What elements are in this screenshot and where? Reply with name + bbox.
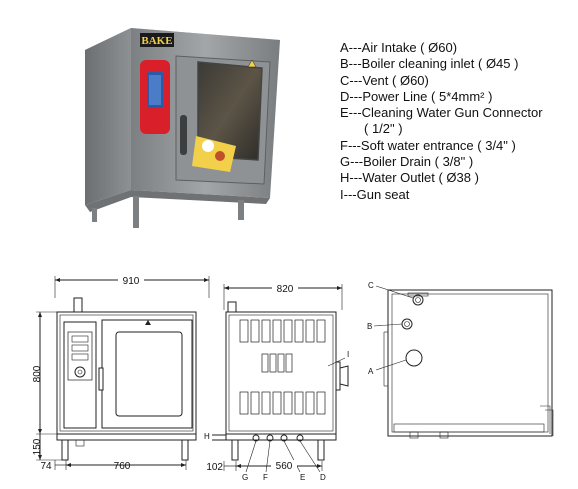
legend-item-g: G---Boiler Drain ( 3/8" ): [340, 154, 474, 170]
dim-leg-span: 560: [276, 461, 293, 472]
legend-item-b: B---Boiler cleaning inlet ( Ø45 ): [340, 56, 519, 72]
door-handle[interactable]: [180, 115, 187, 155]
legend-item-a: A---Air Intake ( Ø60): [340, 40, 458, 55]
connection-legend: A---Air Intake ( Ø60) B---Boiler cleanin…: [340, 40, 576, 203]
callout-g: G: [242, 473, 248, 482]
legend-item-e: E---Cleaning Water Gun Connector: [340, 105, 543, 121]
front-view: 910 800 150: [32, 274, 210, 472]
dim-side-depth: 820: [277, 284, 294, 295]
callout-d: D: [320, 473, 326, 482]
oven-side: [85, 28, 131, 205]
warning-icon: [247, 59, 257, 68]
technical-drawings: 910 800 150: [32, 274, 554, 482]
legend-item-f: F---Soft water entrance ( 3/4" ): [340, 137, 516, 153]
dim-left-offset: 74: [40, 461, 52, 472]
legend-item-d: D---Power Line ( 5*4mm² ): [340, 88, 493, 104]
dim-front-width: 910: [123, 276, 140, 287]
dim-base-width: 760: [114, 461, 131, 472]
brand-label: BAKE: [141, 35, 172, 47]
leg: [92, 208, 97, 222]
callout-a: A: [368, 367, 374, 376]
callout-i: I: [347, 350, 349, 359]
side-view: 820: [204, 282, 349, 482]
dim-leg-height: 150: [32, 438, 43, 455]
brand-plate: [140, 33, 174, 47]
legend-item-e-size: ( 1/2" ): [364, 121, 403, 137]
callout-h: H: [204, 432, 210, 441]
legend-item-h: H---Water Outlet ( Ø38 ): [340, 170, 479, 186]
leg: [133, 196, 139, 228]
dim-front-height: 800: [32, 365, 43, 382]
door-window: [197, 61, 263, 161]
callout-e: E: [300, 473, 305, 482]
chef-icon: [202, 140, 214, 152]
callout-b: B: [367, 322, 372, 331]
leg: [238, 200, 244, 220]
legend-item-i: I---Gun seat: [340, 186, 410, 202]
dim-leg-offset: 102: [206, 462, 223, 473]
callout-c: C: [368, 281, 374, 290]
callout-f: F: [263, 473, 268, 482]
rear-view: C B A: [367, 281, 554, 439]
legend-item-c: C---Vent ( Ø60): [340, 72, 429, 88]
product-photo: BAKE: [85, 28, 280, 228]
